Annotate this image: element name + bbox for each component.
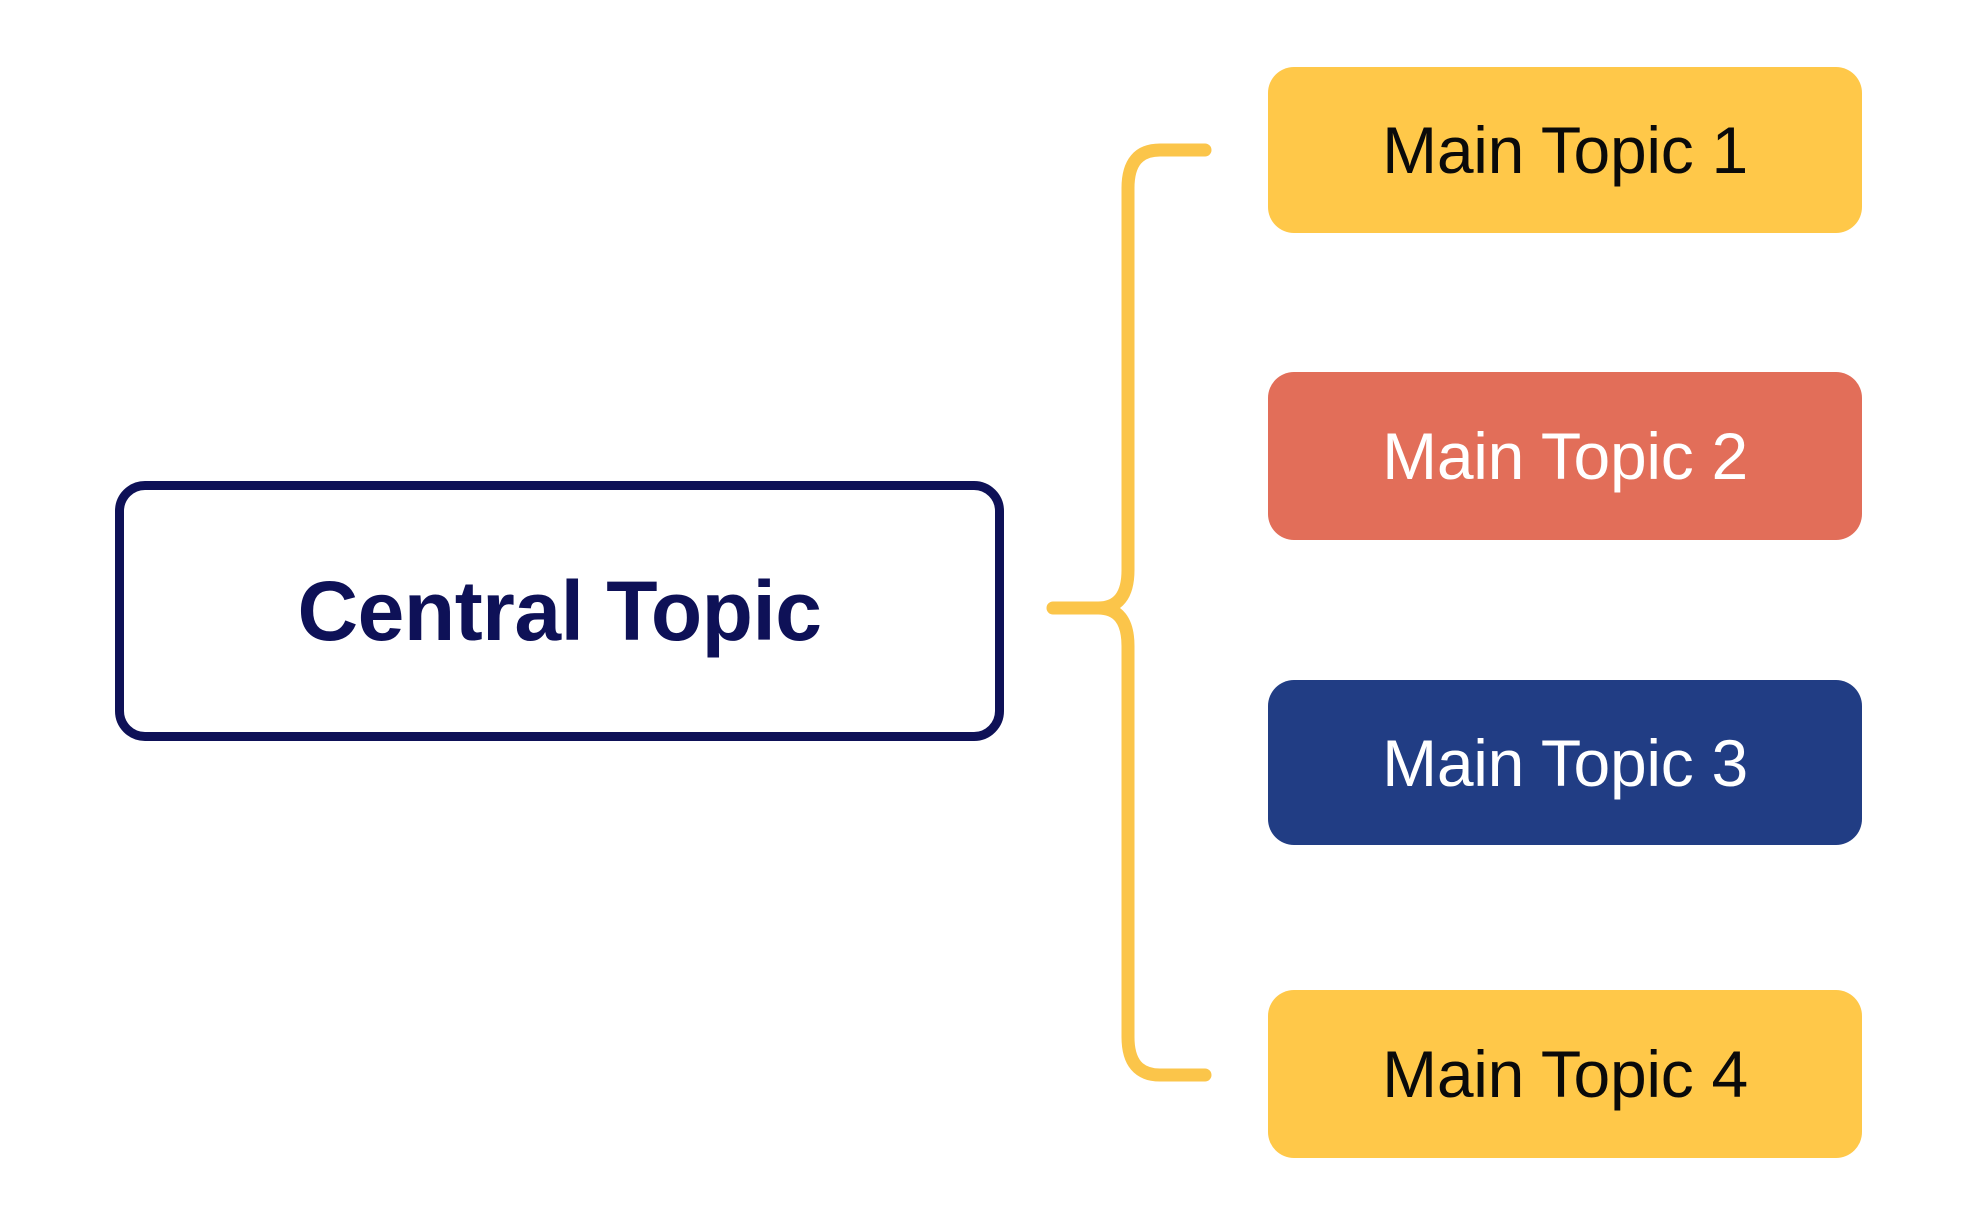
main-topic-label-1: Main Topic 1 <box>1382 113 1748 187</box>
main-topic-label-3: Main Topic 3 <box>1382 725 1748 800</box>
bracket-path <box>1046 143 1212 1082</box>
central-topic-node[interactable]: Central Topic <box>115 481 1004 741</box>
main-topic-label-4: Main Topic 4 <box>1382 1037 1748 1111</box>
main-topic-node-3[interactable]: Main Topic 3 <box>1268 680 1862 845</box>
main-topic-node-1[interactable]: Main Topic 1 <box>1268 67 1862 233</box>
main-topic-node-4[interactable]: Main Topic 4 <box>1268 990 1862 1158</box>
central-topic-label: Central Topic <box>297 564 823 658</box>
main-topic-label-2: Main Topic 2 <box>1382 419 1748 493</box>
main-topic-node-2[interactable]: Main Topic 2 <box>1268 372 1862 540</box>
